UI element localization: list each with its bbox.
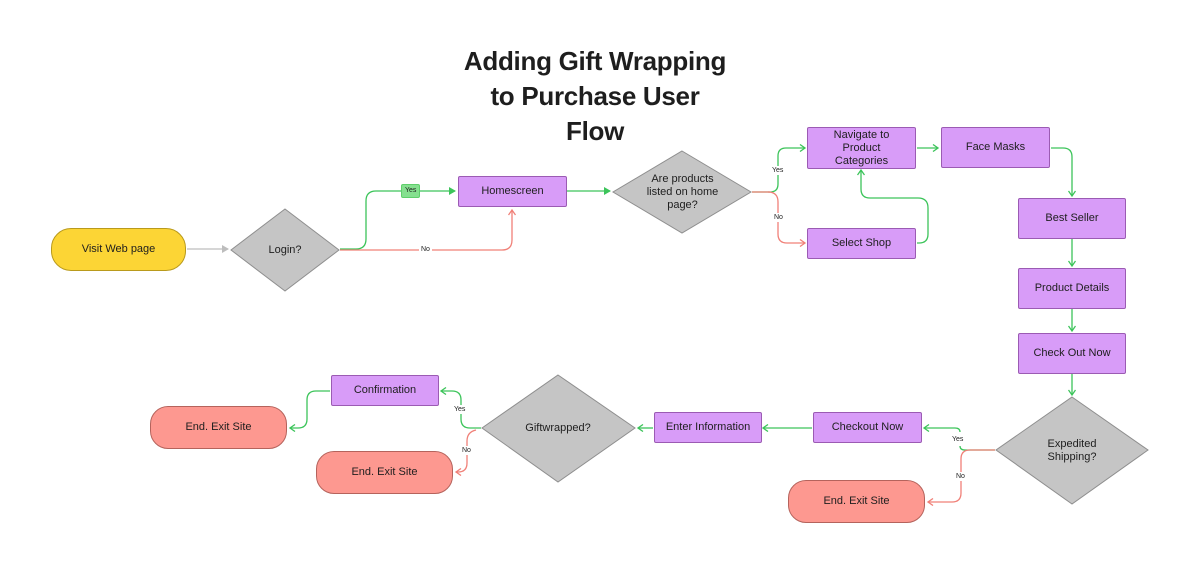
edge-login-yes <box>340 187 456 250</box>
edge-selectshop-to-navigate <box>861 170 929 244</box>
edge-label-products-no: No <box>772 213 785 222</box>
process-confirmation: Confirmation <box>331 375 439 406</box>
process-select-shop: Select Shop <box>807 228 916 259</box>
end-exit-site-expedited: End. Exit Site <box>788 480 925 523</box>
node-label: Expedited Shipping? <box>1047 438 1097 463</box>
decision-products-shape <box>612 150 752 234</box>
edge-label-gift-yes: Yes <box>452 405 468 414</box>
edge-label-login-no: No <box>419 245 432 254</box>
edge-confirmation-to-end <box>290 390 330 428</box>
node-label: Face Masks <box>965 141 1026 153</box>
node-label: Navigate to Product Categories <box>833 128 890 167</box>
node-label: Best Seller <box>1045 212 1099 224</box>
process-face-masks: Face Masks <box>941 127 1050 168</box>
edge-label-expedited-yes: Yes <box>950 435 966 444</box>
node-label: Giftwrapped? <box>525 421 591 434</box>
edge-label-login-yes: Yes <box>401 184 421 198</box>
node-label: Check Out Now <box>1033 347 1111 359</box>
process-best-seller: Best Seller <box>1018 198 1126 239</box>
node-label: Visit Web page <box>81 243 156 255</box>
decision-giftwrapped: Giftwrapped? <box>510 418 606 438</box>
decision-products-listed: Are products listed on home page? <box>640 170 725 214</box>
title-line-1: Adding Gift Wrapping <box>463 46 727 76</box>
process-checkout-now: Checkout Now <box>813 412 922 443</box>
node-label: Select Shop <box>831 237 892 249</box>
edge-label-expedited-no: No <box>954 472 967 481</box>
node-label: Product Details <box>1034 282 1110 294</box>
edge-expedited-yes <box>924 428 995 451</box>
node-label: Enter Information <box>665 421 751 433</box>
title-line-2: to Purchase User <box>490 81 700 111</box>
node-label: Checkout Now <box>831 421 904 433</box>
title-line-3: Flow <box>565 116 624 146</box>
process-navigate-categories: Navigate to Product Categories <box>807 127 916 169</box>
process-homescreen: Homescreen <box>458 176 567 207</box>
diagram-title: Adding Gift Wrapping to Purchase User Fl… <box>440 44 750 149</box>
edge-gift-no <box>456 429 477 472</box>
end-exit-site-giftwrap-no: End. Exit Site <box>316 451 453 494</box>
end-exit-site-confirmation: End. Exit Site <box>150 406 287 449</box>
decision-giftwrapped-shape <box>481 374 636 483</box>
edge-label-products-yes: Yes <box>770 166 786 175</box>
decision-login: Login? <box>240 240 330 260</box>
edge-products-no <box>767 191 805 243</box>
edge-facemasks-to-bestseller <box>1051 147 1072 196</box>
node-label: Login? <box>268 243 302 256</box>
decision-expedited-shipping: Expedited Shipping? <box>1030 436 1114 466</box>
node-label: Are products listed on home page? <box>646 172 719 211</box>
process-enter-information: Enter Information <box>654 412 762 443</box>
process-check-out-now: Check Out Now <box>1018 333 1126 374</box>
start-visit-web-page: Visit Web page <box>51 228 186 271</box>
node-label: End. Exit Site <box>351 466 418 478</box>
node-label: End. Exit Site <box>823 495 890 507</box>
decision-expedited-shape <box>995 396 1149 505</box>
process-product-details: Product Details <box>1018 268 1126 309</box>
node-label: End. Exit Site <box>185 421 252 433</box>
edge-label-gift-no: No <box>460 446 473 455</box>
node-label: Confirmation <box>353 384 417 396</box>
node-label: Homescreen <box>481 185 544 197</box>
edge-login-no <box>340 210 512 251</box>
decision-login-shape <box>230 208 340 292</box>
